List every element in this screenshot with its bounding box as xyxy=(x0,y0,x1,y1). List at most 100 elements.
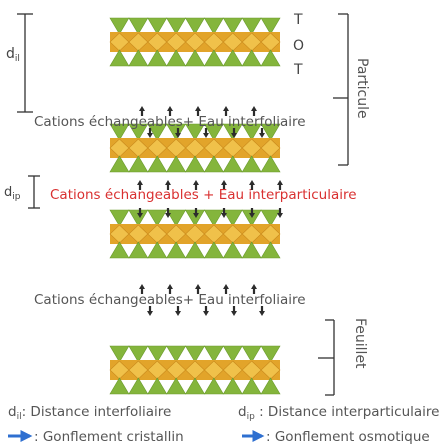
legend-interlayer-distance: dil: Distance interfoliaire xyxy=(8,404,171,422)
tetrahedron-top xyxy=(166,345,187,363)
interlayer-distance-symbol: dil xyxy=(6,46,20,64)
tetrahedron-top xyxy=(147,123,168,141)
cation-arrowhead xyxy=(175,133,181,138)
sheet-2 xyxy=(109,123,281,173)
tetrahedron-bottom xyxy=(203,49,224,67)
tetrahedron-bottom xyxy=(166,49,187,67)
tetrahedron-top xyxy=(166,209,187,227)
tetrahedron-bottom xyxy=(109,155,130,173)
cation-label-interfoliar-bottom: Cations échangeables+ Eau interfoliaire xyxy=(34,292,306,308)
legend-osmotic-label: : Gonflement osmotique xyxy=(266,429,430,445)
cation-arrowhead xyxy=(147,133,153,138)
tetrahedron-bottom xyxy=(260,377,281,395)
tetrahedron-top xyxy=(128,345,149,363)
tetrahedron-top xyxy=(260,123,281,141)
tetrahedron-bottom xyxy=(128,377,149,395)
tetrahedron-bottom xyxy=(260,155,281,173)
cation-arrowhead xyxy=(231,133,237,138)
tetrahedron-bottom xyxy=(260,49,281,67)
layer-label-t-bottom: T xyxy=(293,62,303,78)
cation-arrowhead xyxy=(165,213,171,218)
tetrahedron-bottom xyxy=(147,155,168,173)
tetrahedron-top xyxy=(222,123,243,141)
cation-arrowhead xyxy=(277,213,283,218)
tetrahedron-bottom xyxy=(147,241,168,259)
cation-arrowhead xyxy=(193,213,199,218)
tetrahedron-top xyxy=(128,209,149,227)
tetrahedron-top xyxy=(260,17,281,35)
tetrahedron-bottom xyxy=(222,377,243,395)
cation-arrowhead xyxy=(203,133,209,138)
cation-rows xyxy=(137,106,283,316)
particle-bracket xyxy=(333,13,349,166)
tetrahedron-top xyxy=(222,345,243,363)
tetrahedron-bottom xyxy=(185,377,205,395)
cation-arrowhead xyxy=(259,133,265,138)
tetrahedron-bottom xyxy=(147,377,168,395)
tetrahedron-top xyxy=(147,345,168,363)
cation-arrowhead xyxy=(175,311,181,316)
tetrahedron-bottom xyxy=(241,241,262,259)
tetrahedron-top xyxy=(109,345,130,363)
cation-arrowhead xyxy=(165,180,171,185)
tetrahedron-top xyxy=(128,123,149,141)
sheet-bracket xyxy=(318,319,335,396)
cation-arrowhead xyxy=(249,213,255,218)
tetrahedron-top xyxy=(109,123,130,141)
tetrahedron-bottom xyxy=(128,241,149,259)
cation-arrowhead xyxy=(137,180,143,185)
layer-label-t-top: T xyxy=(293,12,303,28)
tetrahedron-top xyxy=(147,17,168,35)
tetrahedron-top xyxy=(166,17,187,35)
tetrahedron-bottom xyxy=(128,49,149,67)
tetrahedron-bottom xyxy=(166,241,187,259)
tetrahedron-top xyxy=(185,345,205,363)
interparticle-distance-bracket xyxy=(28,175,40,209)
tetrahedron-top xyxy=(185,17,205,35)
tetrahedron-bottom xyxy=(241,155,262,173)
tetrahedron-bottom xyxy=(109,377,130,395)
cation-arrowhead xyxy=(195,284,201,289)
cation-arrowhead xyxy=(223,284,229,289)
sheet-4 xyxy=(109,345,281,395)
cation-arrowhead xyxy=(195,106,201,111)
tetrahedron-top xyxy=(166,123,187,141)
tetrahedron-top xyxy=(222,17,243,35)
tetrahedron-top xyxy=(260,209,281,227)
tetrahedron-top xyxy=(203,209,224,227)
cation-arrowhead xyxy=(249,180,255,185)
sheet-1 xyxy=(109,17,281,67)
legend-crystalline-label: : Gonflement cristallin xyxy=(34,429,184,445)
tetrahedron-bottom xyxy=(128,155,149,173)
tetrahedron-bottom xyxy=(222,155,243,173)
tetrahedron-bottom xyxy=(260,241,281,259)
sheet-label: Feuillet xyxy=(352,318,368,369)
interparticle-distance-symbol: dip xyxy=(4,185,21,202)
cation-arrowhead xyxy=(167,106,173,111)
tetrahedron-top xyxy=(203,17,224,35)
tetrahedron-top xyxy=(222,209,243,227)
tetrahedron-top xyxy=(241,345,262,363)
tetrahedron-bottom xyxy=(109,49,130,67)
cation-label-interfoliar-top: Cations échangeables+ Eau interfoliaire xyxy=(34,114,306,130)
tetrahedron-top xyxy=(203,345,224,363)
cation-arrowhead xyxy=(147,311,153,316)
cation-arrowhead xyxy=(193,180,199,185)
cation-arrowhead xyxy=(139,106,145,111)
cation-arrowhead xyxy=(223,106,229,111)
tetrahedron-bottom xyxy=(185,155,205,173)
tetrahedron-bottom xyxy=(203,241,224,259)
cation-arrowhead xyxy=(251,284,257,289)
interlayer-distance-bracket xyxy=(17,13,33,113)
tetrahedron-bottom xyxy=(203,377,224,395)
tetrahedron-bottom xyxy=(185,49,205,67)
cation-arrowhead xyxy=(167,284,173,289)
tetrahedron-bottom xyxy=(166,377,187,395)
cation-arrowhead xyxy=(221,180,227,185)
tetrahedron-bottom xyxy=(203,155,224,173)
cation-arrowhead xyxy=(251,106,257,111)
tetrahedron-bottom xyxy=(109,241,130,259)
tetrahedron-top xyxy=(128,17,149,35)
tetrahedron-top xyxy=(203,123,224,141)
